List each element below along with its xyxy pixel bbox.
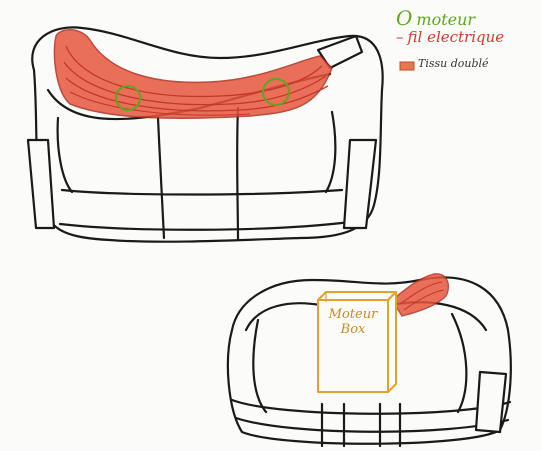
bottom-pillow-right-loop	[452, 314, 466, 412]
top-pillow-bottom-line	[60, 222, 350, 230]
top-pillow-mid-line	[62, 190, 342, 195]
motor-box-top	[318, 292, 396, 300]
top-pillow-right-loop	[326, 112, 335, 192]
wire-symbol: –	[396, 30, 404, 45]
fabric-label: Tissu doublé	[418, 57, 489, 70]
legend-wire: –fil electrique	[396, 30, 504, 45]
wire-label: fil electrique	[408, 28, 505, 46]
bottom-pillow-left-loop	[253, 320, 266, 412]
legend-fabric-swatch	[400, 62, 414, 70]
motor-box-side	[388, 292, 396, 392]
fabric-band-bottom	[392, 274, 448, 316]
motor-box-label-line1: Moteur	[322, 308, 384, 323]
top-pillow-left-panel	[28, 140, 54, 228]
fabric-band-bottom-fill	[392, 274, 448, 316]
top-pillow-right-panel	[344, 140, 376, 228]
motor-label: moteur	[416, 10, 475, 29]
legend-fabric: Tissu doublé	[418, 58, 489, 69]
top-pillow-left-loop	[58, 118, 72, 192]
top-pillow-center-strap	[158, 118, 164, 238]
bottom-pillow-right-panel	[476, 372, 506, 432]
top-pillow-center-strap-r	[237, 108, 238, 240]
bottom-pillow-strap-2	[236, 418, 508, 432]
motor-symbol: O	[396, 8, 412, 28]
fabric-band-top	[55, 30, 332, 118]
bottom-pillow-strap	[232, 400, 510, 414]
motor-box-label-line2: Box	[322, 323, 384, 338]
bottom-pillow-buckle	[322, 404, 400, 446]
motor-box-label: Moteur Box	[322, 308, 384, 338]
